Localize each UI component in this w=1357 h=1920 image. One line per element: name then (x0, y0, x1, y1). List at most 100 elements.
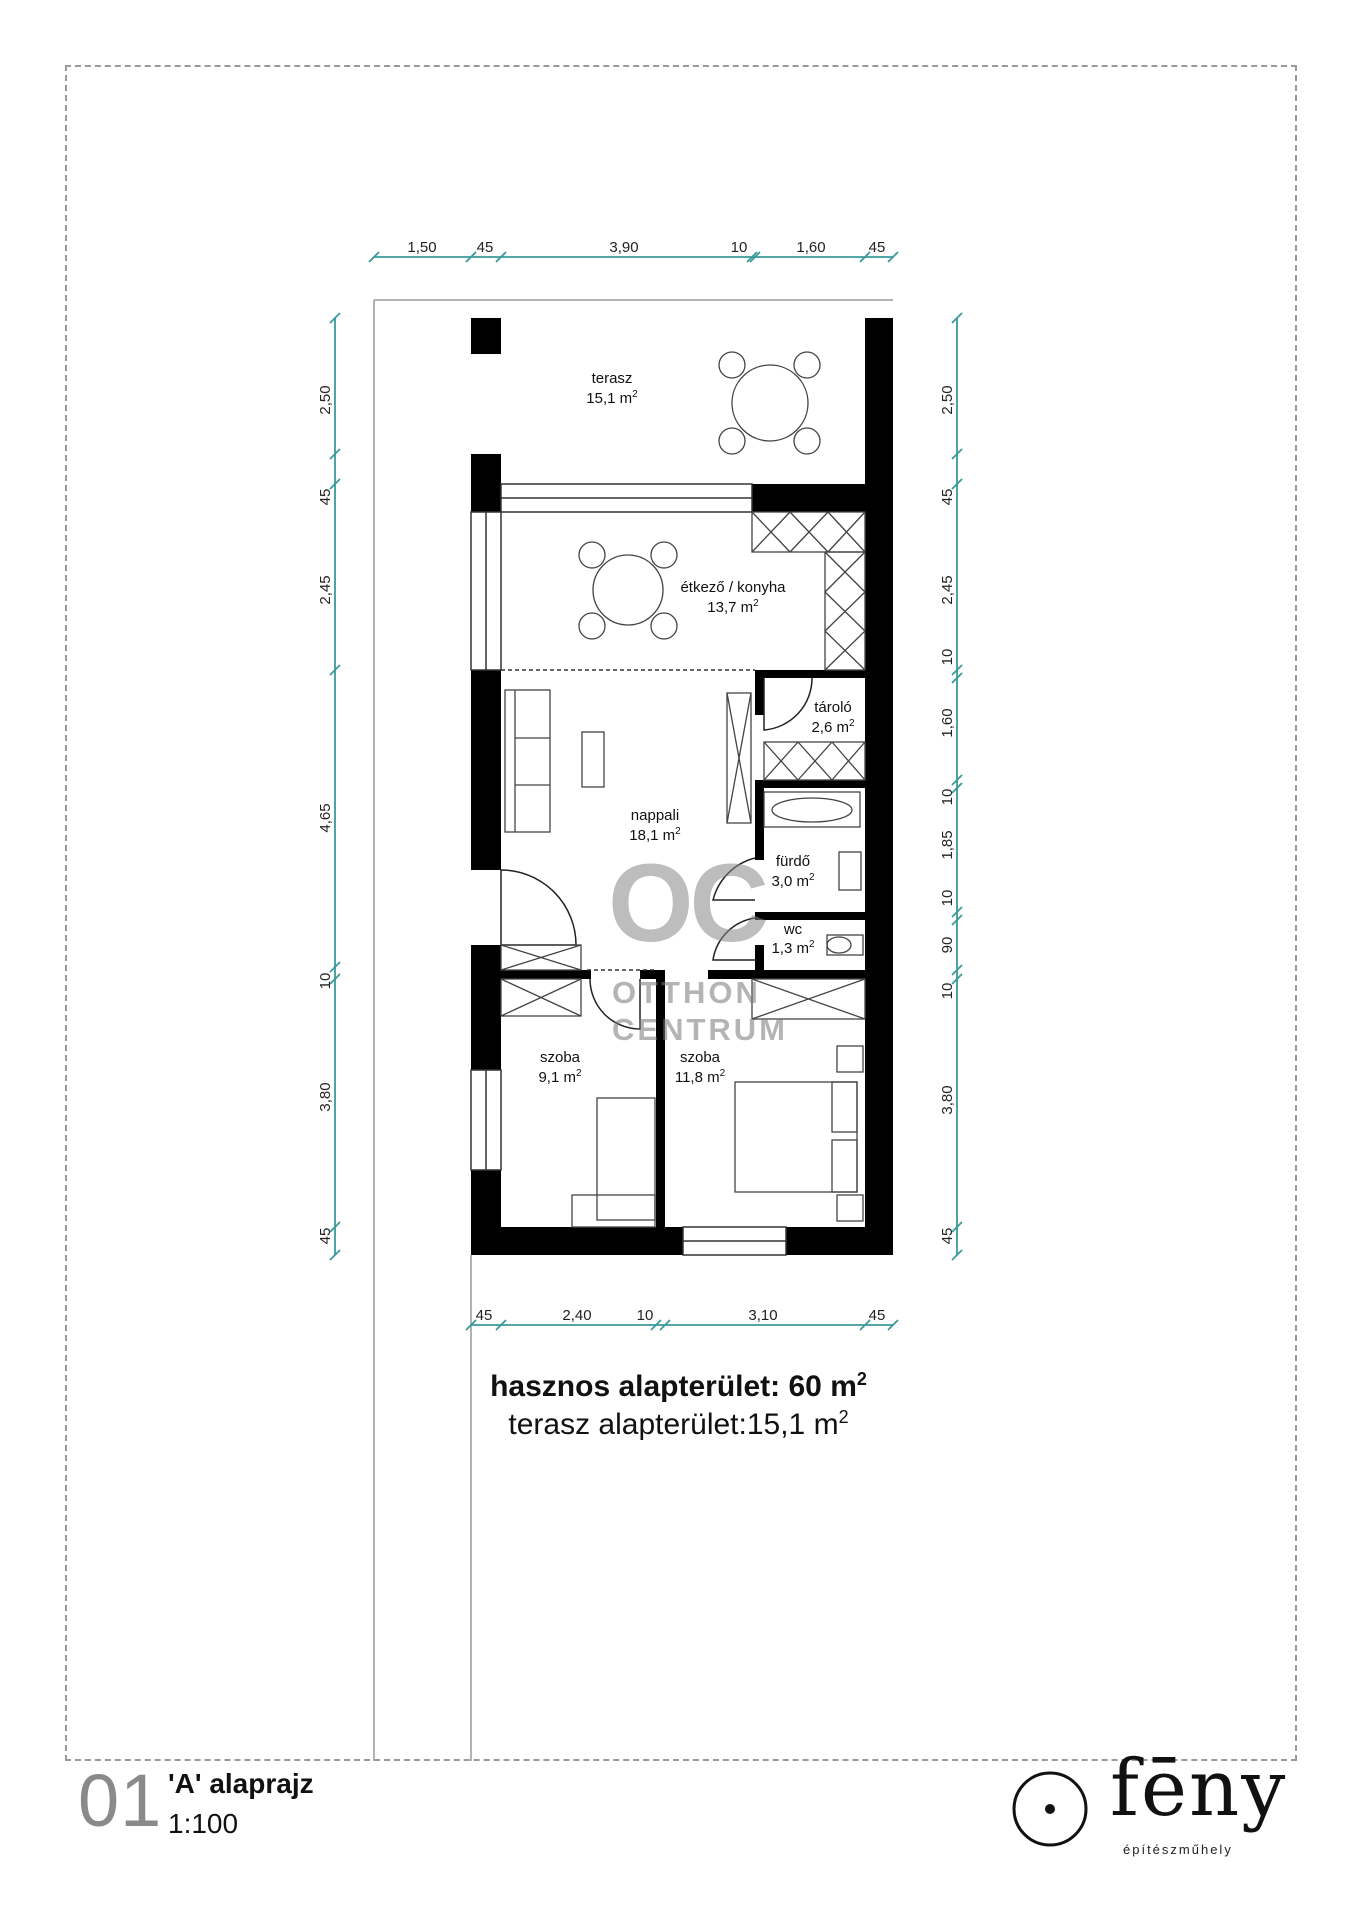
dimension-tick (329, 478, 341, 490)
dimension-tick (495, 1319, 507, 1331)
room-nappali-area: 18,1 m2 (629, 826, 681, 844)
dimension-tick (951, 906, 963, 918)
dimension-tick (951, 1249, 963, 1261)
furniture (504, 351, 864, 1228)
dimension-tick (951, 312, 963, 324)
windows (470, 483, 787, 1256)
dimension-tick (329, 1221, 341, 1233)
room-szoba2-area: 11,8 m2 (675, 1068, 726, 1086)
cabinets (500, 511, 866, 1020)
watermark-mark: OC (608, 842, 769, 965)
watermark: OC OTTHON CENTRUM (600, 840, 788, 1100)
walls (471, 318, 893, 1255)
room-szoba2-name: szoba (680, 1049, 721, 1066)
dimension-tick (746, 251, 758, 263)
watermark-line1: OTTHON (612, 975, 761, 1010)
dim-top-5: 1,60 (796, 239, 825, 256)
dim-right-5: 1,60 (939, 708, 956, 737)
dim-top-2: 45 (477, 239, 494, 256)
dimension-tick (951, 782, 963, 794)
dim-right-8: 10 (939, 890, 956, 907)
useful-area: hasznos alapterület: 60 m2 (490, 1369, 867, 1403)
room-furdo-area: 3,0 m2 (771, 872, 815, 890)
dimension-tick (329, 448, 341, 460)
logo-circle-icon (1012, 1771, 1088, 1847)
dim-right-11: 3,80 (939, 1085, 956, 1114)
dim-left-3: 2,45 (317, 575, 334, 604)
dimension-tick (465, 251, 477, 263)
watermark-line2: CENTRUM (612, 1012, 788, 1047)
room-terasz-area: 15,1 m2 (586, 389, 638, 407)
dim-bottom-5: 45 (869, 1307, 886, 1324)
dimension-lines (334, 256, 958, 1326)
dimension-tick (951, 1221, 963, 1233)
dim-right-9: 90 (939, 937, 956, 954)
sheet-frame (65, 65, 1297, 1761)
dim-left-4: 4,65 (317, 803, 334, 832)
dim-left-5: 10 (317, 973, 334, 990)
dimension-tick (329, 1249, 341, 1261)
room-etkezo-area: 13,7 m2 (707, 598, 759, 616)
dim-left-6: 3,80 (317, 1082, 334, 1111)
area-summary: hasznos alapterület: 60 m2 terasz alapte… (0, 1370, 1357, 1442)
dimension-tick (951, 964, 963, 976)
room-szoba1-area: 9,1 m2 (538, 1068, 582, 1086)
dimension-tick (650, 1319, 662, 1331)
dimension-tick (951, 914, 963, 926)
dim-right-2: 45 (939, 489, 956, 506)
dimension-tick (329, 961, 341, 973)
dimension-bottom: 45 2,40 10 3,10 45 (476, 1307, 886, 1324)
dimension-tick (951, 478, 963, 490)
doors (500, 677, 813, 1030)
dim-left-7: 45 (317, 1228, 334, 1245)
dimension-tick (659, 1319, 671, 1331)
dim-bottom-1: 45 (476, 1307, 493, 1324)
terrace-area: terasz alapterület:15,1 m2 (508, 1407, 849, 1441)
dim-bottom-2: 2,40 (562, 1307, 591, 1324)
dimension-tick (887, 1319, 899, 1331)
room-szoba1-name: szoba (540, 1049, 581, 1066)
plot-lines (373, 299, 893, 1761)
dimension-tick (495, 251, 507, 263)
sheet-scale: 1:100 (168, 1808, 239, 1839)
dimension-tick (465, 1319, 477, 1331)
dimension-tick (329, 664, 341, 676)
sheet-title: 'A' alaprajz (168, 1768, 314, 1799)
logo: fēny építészműhely (1005, 1744, 1305, 1862)
dim-top-3: 3,90 (609, 239, 638, 256)
dimension-right: 2,50 45 2,45 10 1,60 10 1,85 10 90 10 3,… (939, 385, 956, 1244)
dim-right-3: 2,45 (939, 575, 956, 604)
logo-subtitle: építészműhely (1123, 1842, 1233, 1857)
room-labels: terasz 15,1 m2 étkező / konyha 13,7 m2 n… (538, 370, 855, 1086)
room-tarolo-area: 2,6 m2 (811, 718, 855, 736)
dim-top-1: 1,50 (407, 239, 436, 256)
dimension-tick (951, 664, 963, 676)
dim-right-7: 1,85 (939, 830, 956, 859)
dimension-tick (859, 1319, 871, 1331)
dimension-tick (749, 251, 761, 263)
dimension-tick (329, 973, 341, 985)
dimension-top: 1,50 45 3,90 10 1,60 45 (407, 239, 885, 256)
room-wc-area: 1,3 m2 (771, 939, 815, 957)
dimension-tick (859, 251, 871, 263)
dimension-tick (951, 448, 963, 460)
logo-word: fēny (1110, 1744, 1288, 1834)
room-wc-name: wc (783, 921, 803, 938)
dimension-tick (368, 251, 380, 263)
dim-bottom-3: 10 (637, 1307, 654, 1324)
room-etkezo-name: étkező / konyha (680, 579, 786, 596)
sheet-number: 01 (78, 1759, 163, 1842)
dim-left-2: 45 (317, 489, 334, 506)
room-furdo-name: fürdő (776, 853, 810, 870)
dimension-tick (951, 672, 963, 684)
dimension-tick (951, 973, 963, 985)
room-nappali-name: nappali (631, 807, 679, 824)
dimension-tick (951, 774, 963, 786)
dimension-tick (329, 312, 341, 324)
dim-right-1: 2,50 (939, 385, 956, 414)
dim-left-1: 2,50 (317, 385, 334, 414)
dim-top-4: 10 (731, 239, 748, 256)
dim-top-6: 45 (869, 239, 886, 256)
dim-right-12: 45 (939, 1228, 956, 1245)
